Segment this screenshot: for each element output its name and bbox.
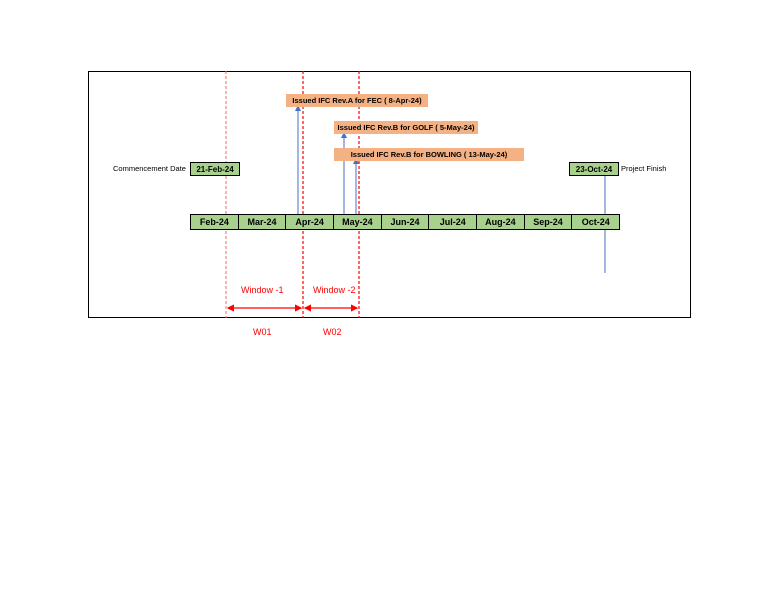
finish-label: Project Finish — [621, 164, 667, 173]
window-2-code: W02 — [323, 327, 342, 337]
diagram-frame — [88, 71, 691, 318]
month-cell: Sep-24 — [524, 215, 573, 229]
window-1-label: Window -1 — [241, 285, 284, 295]
window-1-code: W01 — [253, 327, 272, 337]
month-cell: Jul-24 — [429, 215, 478, 229]
milestone-fec: Issued IFC Rev.A for FEC ( 8-Apr-24) — [286, 94, 428, 107]
commencement-label: Commencement Date — [113, 164, 186, 173]
month-cell: Oct-24 — [572, 215, 620, 229]
month-timeline: Feb-24 Mar-24 Apr-24 May-24 Jun-24 Jul-2… — [190, 214, 620, 230]
month-cell: Mar-24 — [238, 215, 287, 229]
milestone-bowling: Issued IFC Rev.B for BOWLING ( 13-May-24… — [334, 148, 524, 161]
finish-date: 23-Oct-24 — [569, 162, 619, 176]
commencement-date: 21-Feb-24 — [190, 162, 240, 176]
month-cell: Feb-24 — [191, 215, 239, 229]
month-cell: Jun-24 — [381, 215, 430, 229]
milestone-golf: Issued IFC Rev.B for GOLF ( 5-May-24) — [334, 121, 478, 134]
window-2-label: Window -2 — [313, 285, 356, 295]
month-cell: May-24 — [334, 215, 382, 229]
month-cell: Aug-24 — [477, 215, 525, 229]
month-cell: Apr-24 — [286, 215, 335, 229]
